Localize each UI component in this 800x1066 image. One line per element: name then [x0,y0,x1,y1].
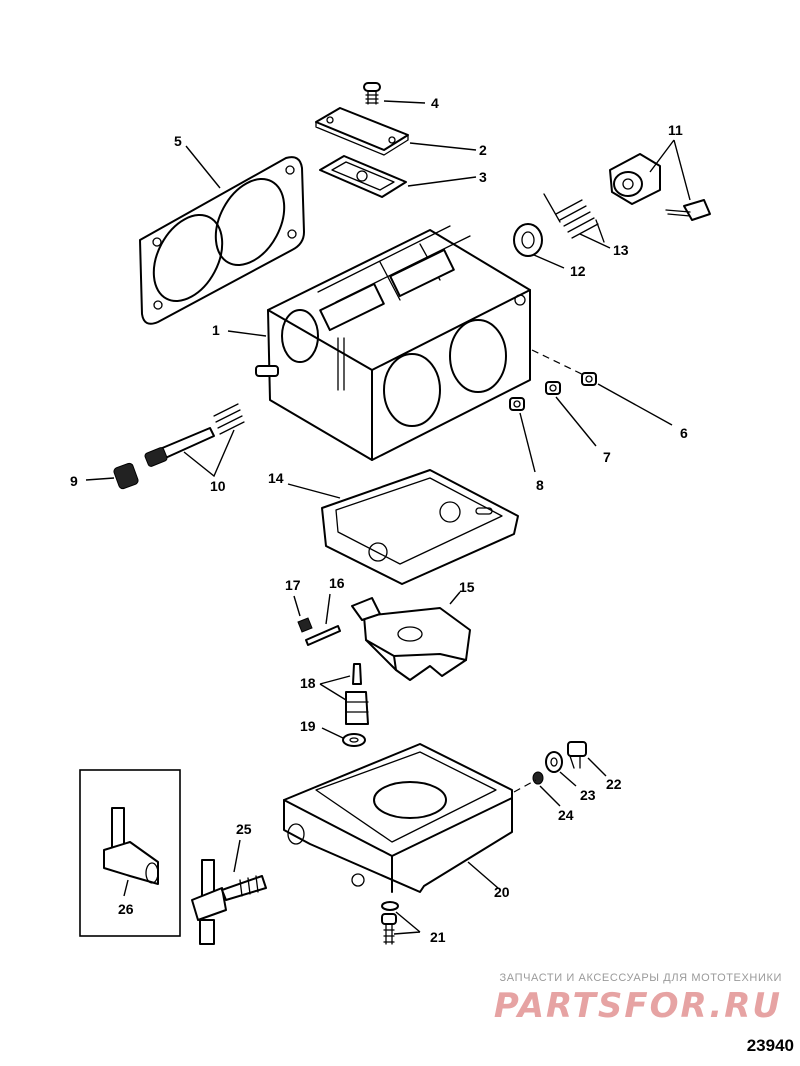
watermark-tagline: ЗАПЧАСТИ И АКСЕССУАРЫ ДЛЯ МОТОТЕХНИКИ [499,972,782,984]
part-11-choke-assembly [609,153,711,221]
part-10-needle-valve [144,403,245,467]
callout-10: 10 [210,478,226,494]
callout-16: 16 [329,575,345,591]
callout-15: 15 [459,579,475,595]
part-9-cap [113,462,139,490]
callout-17: 17 [285,577,301,593]
part-23-washer [545,751,563,773]
part-19-washer [342,733,366,747]
part-21-screw [381,901,399,945]
callout-labels: 1 2 3 4 5 6 7 8 9 10 11 12 13 14 15 16 1… [70,95,688,945]
callout-25: 25 [236,821,252,837]
part-25-hose-fitting [191,859,267,945]
part-24-gasket [532,771,544,785]
part-14-base-gasket [321,469,519,585]
callout-18: 18 [300,675,316,691]
part-1-carburetor-body [255,225,531,461]
part-17-clip [297,617,313,633]
callout-9: 9 [70,473,78,489]
callout-22: 22 [606,776,622,792]
callout-5: 5 [174,133,182,149]
callout-1: 1 [212,322,220,338]
part-22-drain-plug [567,741,587,769]
callout-21: 21 [430,929,446,945]
callout-14: 14 [268,470,284,486]
drawing-number: 23940 [746,1036,794,1055]
callout-4: 4 [431,95,439,111]
part-15-float [351,597,471,681]
part-6-plug [581,372,597,386]
callout-8: 8 [536,477,544,493]
part-12-seal [513,223,543,257]
part-26-elbow-fitting-inset [79,769,181,937]
part-3-gasket [319,155,407,198]
callout-2: 2 [479,142,487,158]
part-18-needle-and-seat [345,663,369,725]
callout-24: 24 [558,807,574,823]
callout-12: 12 [570,263,586,279]
callout-19: 19 [300,718,316,734]
callout-23: 23 [580,787,596,803]
part-4-screw [363,82,381,105]
part-8-plug [509,397,525,411]
callout-26: 26 [118,901,134,917]
watermark-logo: PARTSFOR.RU [493,986,782,1026]
part-7-plug [545,381,561,395]
callout-3: 3 [479,169,487,185]
part-2-cover-plate [315,107,409,156]
callout-20: 20 [494,884,510,900]
part-16-pin [305,625,341,646]
watermark: ЗАПЧАСТИ И АКСЕССУАРЫ ДЛЯ МОТОТЕХНИКИ PA… [494,972,782,1026]
part-20-float-bowl [283,743,513,893]
callout-11: 11 [668,122,683,138]
callout-6: 6 [680,425,688,441]
callout-13: 13 [613,242,629,258]
callout-7: 7 [603,449,611,465]
part-5-flange-gasket [139,156,305,325]
part-13-spring [543,193,605,243]
